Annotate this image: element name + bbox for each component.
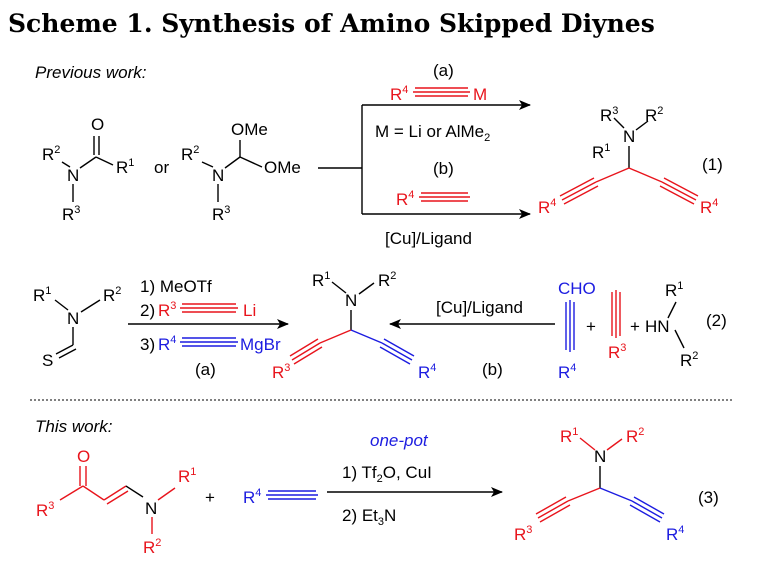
svg-text:R2: R2	[181, 144, 199, 164]
condition-a-label-2: (a)	[195, 360, 216, 379]
svg-text:O: O	[91, 115, 104, 134]
svg-text:N: N	[67, 166, 79, 185]
svg-text:OMe: OMe	[231, 120, 268, 139]
equation-1-number: (1)	[702, 155, 723, 174]
enaminone-structure: O R3 N R1 R2	[36, 447, 196, 557]
svg-text:N: N	[594, 447, 606, 466]
alkynal-reagent: CHO R4	[558, 279, 596, 382]
condition-b-label: (b)	[433, 159, 454, 178]
equation-3-number: (3)	[698, 488, 719, 507]
one-pot-label: one-pot	[370, 431, 429, 450]
svg-text:N: N	[145, 499, 157, 518]
svg-text:Li: Li	[243, 301, 256, 320]
amide-structure: R2 N O R1 R3	[42, 115, 134, 224]
tf2o-step: 1) Tf2O, CuI	[342, 463, 432, 485]
svg-text:M: M	[473, 85, 487, 104]
svg-text:N: N	[623, 127, 635, 146]
meotf-step: 1) MeOTf	[140, 277, 212, 296]
svg-text:N: N	[67, 309, 79, 328]
product-2-structure: R1 R2 N R3 R4	[272, 270, 436, 382]
forked-arrow-1	[318, 100, 531, 219]
svg-text:R1: R1	[116, 157, 134, 177]
previous-work-label: Previous work:	[35, 63, 147, 82]
product-1-structure: R3 R2 N R1 R4 R4	[538, 105, 718, 217]
alkyne-reagent: R3	[608, 290, 626, 362]
svg-text:R1: R1	[592, 142, 610, 162]
or-text: or	[154, 158, 169, 177]
cu-ligand-label-1: [Cu]/Ligand	[385, 229, 472, 248]
et3n-step: 2) Et3N	[342, 506, 396, 528]
svg-text:R4: R4	[538, 197, 556, 217]
svg-text:R4: R4	[558, 362, 576, 382]
svg-text:MgBr: MgBr	[240, 335, 281, 354]
alkynyl-metal-reagent: R4 M	[390, 84, 487, 104]
svg-text:R1: R1	[665, 280, 683, 300]
svg-text:R4: R4	[700, 197, 718, 217]
condition-b-label-2: (b)	[482, 360, 503, 379]
svg-text:R4: R4	[396, 189, 414, 209]
svg-text:CHO: CHO	[558, 279, 596, 298]
terminal-alkyne-reagent-3: R4	[243, 487, 318, 507]
grignard-step: 3) R4 MgBr	[140, 334, 281, 354]
svg-text:R4: R4	[158, 334, 176, 354]
svg-text:S: S	[42, 351, 53, 370]
acetal-structure: R2 N OMe OMe R3	[181, 120, 301, 224]
scheme-title: Scheme 1. Synthesis of Amino Skipped Diy…	[8, 9, 655, 38]
svg-text:R3: R3	[608, 342, 626, 362]
svg-text:R2: R2	[42, 144, 60, 164]
svg-text:R3: R3	[62, 204, 80, 224]
svg-text:R2: R2	[626, 426, 644, 446]
svg-text:N: N	[345, 291, 357, 310]
metal-condition: M = Li or AlMe2	[375, 122, 490, 144]
svg-text:R4: R4	[666, 524, 684, 544]
svg-text:R3: R3	[212, 204, 230, 224]
alkynyl-lithium-step: 2) R3 Li	[140, 300, 256, 320]
svg-text:R3: R3	[600, 105, 618, 125]
thioamide-structure: R1 R2 N S	[33, 285, 121, 370]
svg-text:OMe: OMe	[264, 158, 301, 177]
product-3-structure: R1 R2 N R3 R4	[514, 426, 684, 544]
amine-reagent: R1 HN R2	[645, 280, 698, 370]
terminal-alkyne-reagent: R4	[396, 189, 470, 209]
svg-text:R2: R2	[645, 105, 663, 125]
plus-sign-2: +	[630, 317, 640, 336]
svg-text:R1: R1	[178, 466, 196, 486]
svg-text:2): 2)	[140, 301, 155, 320]
svg-text:HN: HN	[645, 317, 670, 336]
svg-text:R4: R4	[243, 487, 261, 507]
svg-text:R3: R3	[272, 362, 290, 382]
svg-text:R2: R2	[103, 285, 121, 305]
svg-text:R4: R4	[390, 84, 408, 104]
svg-text:R4: R4	[418, 362, 436, 382]
svg-text:R3: R3	[158, 300, 176, 320]
cu-ligand-label-2: [Cu]/Ligand	[436, 298, 523, 317]
svg-text:R1: R1	[312, 270, 330, 290]
svg-text:3): 3)	[140, 335, 155, 354]
svg-text:R2: R2	[378, 270, 396, 290]
this-work-label: This work:	[35, 417, 113, 436]
svg-text:N: N	[212, 166, 224, 185]
equation-2-number: (2)	[706, 311, 727, 330]
plus-sign-3: +	[205, 488, 215, 507]
svg-text:R2: R2	[143, 537, 161, 557]
condition-a-label: (a)	[433, 61, 454, 80]
svg-text:R3: R3	[36, 500, 54, 520]
svg-text:R3: R3	[514, 524, 532, 544]
svg-text:R1: R1	[560, 426, 578, 446]
svg-text:R2: R2	[680, 350, 698, 370]
svg-text:O: O	[77, 447, 90, 466]
plus-sign-1: +	[586, 317, 596, 336]
svg-text:R1: R1	[33, 285, 51, 305]
